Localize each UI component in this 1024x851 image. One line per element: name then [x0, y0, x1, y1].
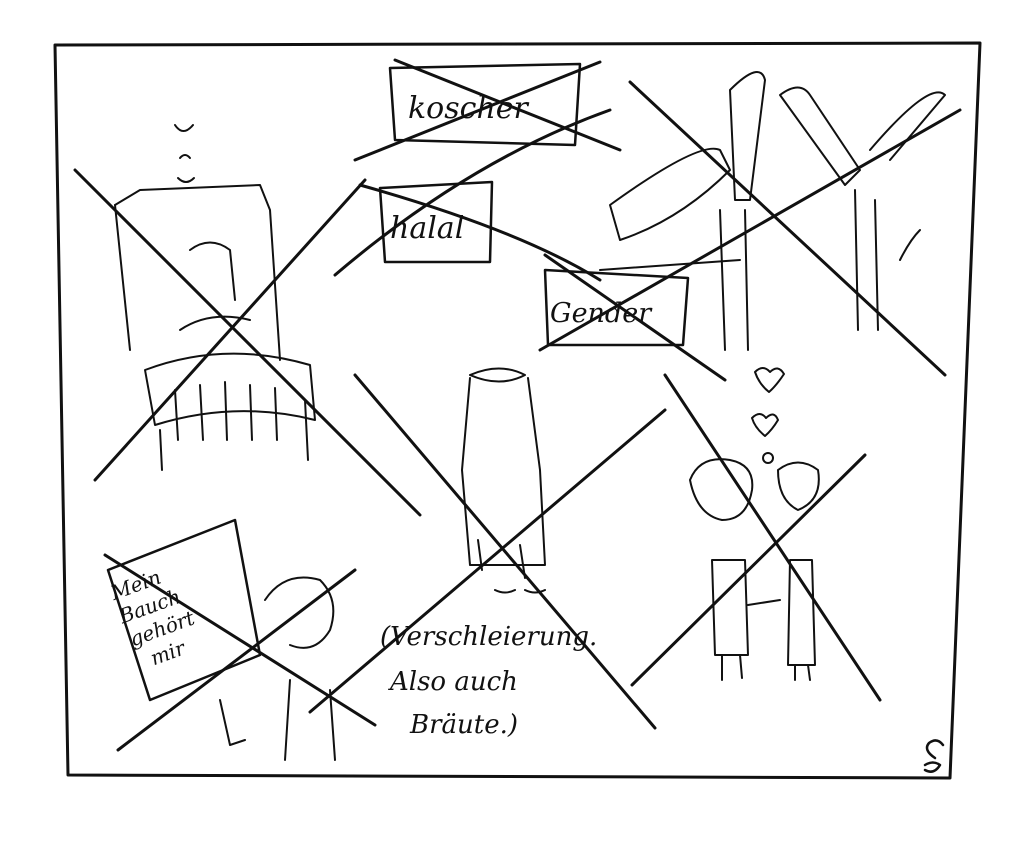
cross-out-mosque [73, 168, 422, 517]
cross-out-veil [308, 373, 667, 730]
couple-scene [689, 367, 820, 681]
sign-halal-text: halal [390, 211, 464, 246]
cross-out-couple [630, 373, 882, 702]
wind-turbine-scene [599, 71, 946, 351]
cross-out-gender [543, 253, 727, 382]
panel-frame [53, 41, 982, 780]
cross-out-kosher [353, 58, 622, 162]
mosque-scene [114, 124, 316, 471]
protester-scene: Mein Bauch gehört mir [106, 518, 336, 761]
cross-out-protester [103, 553, 377, 752]
caption: (Verschleierung. Also auch Bräute.) [380, 622, 597, 740]
caption-line-3: Bräute.) [409, 710, 518, 740]
caption-line-1: (Verschleierung. [380, 622, 597, 652]
caption-line-2: Also auch [388, 667, 518, 697]
veiled-figure [461, 367, 546, 594]
cross-out-turbines [538, 80, 962, 377]
signature [923, 739, 945, 773]
cross-out-halal [333, 108, 612, 282]
